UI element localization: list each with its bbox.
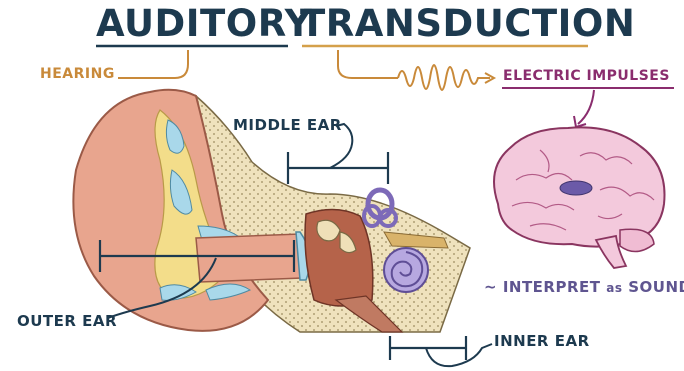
interpret-sound-word: SOUND [628, 278, 684, 296]
interpret-as-word: as [606, 281, 622, 295]
brain-illustration [494, 127, 665, 268]
title-word-auditory: AUDITORY [96, 2, 312, 45]
inner-ear-bracket [390, 336, 492, 366]
interpret-tilde: ~ [484, 278, 497, 296]
outer-ear-label: OUTER EAR [17, 312, 117, 330]
sound-wave-icon [338, 50, 494, 90]
hearing-label: HEARING [40, 66, 115, 82]
interpret-as-sound-label: ~ INTERPRET as SOUND [484, 278, 684, 296]
middle-ear-label: MIDDLE EAR [233, 116, 342, 134]
cochlea-icon [384, 248, 428, 292]
electric-arrow [502, 88, 674, 127]
inner-ear-label: INNER EAR [494, 332, 590, 350]
title-word-transduction: TRANSDUCTION [300, 2, 635, 45]
electric-impulses-label: ELECTRIC IMPULSES [503, 68, 670, 84]
hearing-connector [118, 50, 188, 78]
interpret-word: INTERPRET [503, 278, 601, 296]
